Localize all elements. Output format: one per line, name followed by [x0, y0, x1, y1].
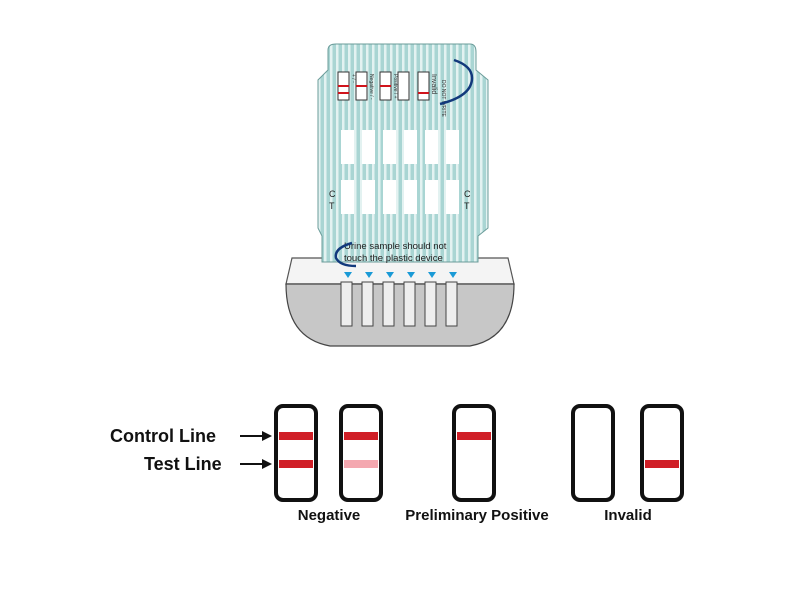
- control-line-label: Control Line: [110, 426, 216, 446]
- sample-arrows: [344, 272, 457, 278]
- label-arrows: [240, 431, 272, 469]
- drug-test-card-diagram: + / - Negative / - Positive / + Invalid …: [285, 43, 515, 347]
- invalid-label: Invalid: [604, 507, 652, 524]
- card-decoration-curve: [439, 58, 474, 106]
- strip-label: Positive / +: [392, 74, 398, 99]
- invalid-strip-2: [640, 404, 684, 502]
- control-letter-left: C: [329, 189, 336, 199]
- positive-strip: [452, 404, 496, 502]
- strip-label: Invalid: [430, 74, 437, 94]
- invalid-strip-1: [571, 404, 615, 502]
- result-key-strips: [337, 71, 430, 101]
- warning-text-line2: touch the plastic device: [344, 253, 443, 264]
- warning-decoration-curve: [334, 241, 357, 268]
- negative-strip-2: [339, 404, 383, 502]
- result-interpretation-legend: Control Line Test Line Negative Prelimin…: [110, 404, 684, 524]
- negative-strip-1: [274, 404, 318, 502]
- test-windows-upper: [341, 130, 459, 164]
- preliminary-positive-label: Preliminary Positive: [405, 507, 548, 524]
- strip-label: Negative / -: [368, 74, 374, 100]
- negative-label: Negative: [298, 507, 361, 524]
- test-windows-lower: [341, 180, 459, 214]
- test-line-label: Test Line: [144, 454, 222, 474]
- control-letter-right: C: [464, 189, 471, 199]
- warning-text-line1: Urine sample should not: [344, 241, 447, 252]
- test-letter-left: T: [329, 201, 335, 211]
- urine-cup: [285, 283, 515, 347]
- strip-label: DO NOT WRITE: [440, 80, 446, 118]
- strip-tips: [340, 281, 458, 327]
- test-letter-right: T: [464, 201, 470, 211]
- strip-label: + / -: [350, 74, 356, 83]
